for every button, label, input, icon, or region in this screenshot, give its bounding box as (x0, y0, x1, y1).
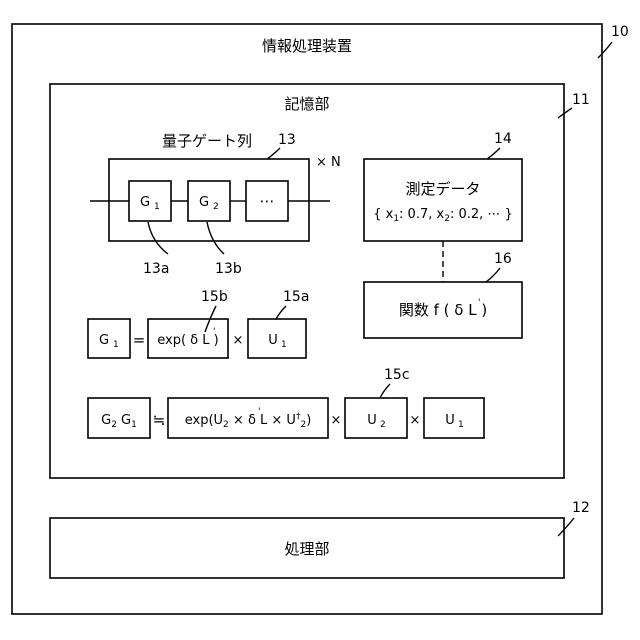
eq1-u1-ref: 15a (283, 289, 309, 305)
eq1-exp-ref: 15b (201, 289, 228, 305)
function-ref: 16 (494, 251, 512, 267)
gate-g1-ref: 13a (143, 261, 169, 277)
processor-ref: 12 (572, 500, 590, 516)
eq1-u1-sub: 1 (281, 340, 287, 350)
gate-sequence-title: 量子ゲート列 (162, 132, 252, 150)
eq2-times-1: × (331, 413, 342, 428)
device-title: 情報処理装置 (262, 37, 352, 55)
gate-g1-sub: 1 (154, 202, 160, 212)
function-prime-mark: ' (478, 298, 480, 308)
storage-title: 記憶部 (284, 95, 329, 113)
eq2-prime-mark: ' (258, 407, 260, 417)
eq2-u1-label: U (445, 413, 455, 428)
measurement-ref: 14 (494, 131, 512, 147)
processor-title: 処理部 (284, 540, 329, 558)
gate-g2-ref: 13b (215, 261, 242, 277)
gate-g1-label: G (140, 195, 150, 210)
eq1-equals: = (133, 331, 146, 349)
eq2-u2-ref: 15c (384, 367, 410, 383)
eq2-u1-sub: 1 (458, 420, 464, 430)
gate-sequence-repeat: × N (316, 155, 341, 170)
eq2-u2-sub: 2 (380, 420, 386, 430)
gate-more-label: ⋯ (260, 192, 275, 210)
eq1-u1-label: U (268, 333, 278, 348)
eq1-lhs-sub: 1 (113, 340, 119, 350)
eq2-approx: ≒ (153, 411, 166, 429)
device-ref: 10 (611, 24, 629, 40)
eq1-times: × (233, 333, 244, 348)
measurement-title: 測定データ (405, 180, 480, 198)
eq1-exp-label: exp( δ L ) (157, 333, 218, 348)
gate-g2-sub: 2 (213, 202, 219, 212)
gate-g2-label: G (199, 195, 209, 210)
measurement-box (364, 159, 522, 241)
eq2-exp-label: exp(U2 × δ L × U†2) (185, 412, 312, 430)
storage-ref: 11 (572, 92, 590, 108)
eq1-lhs-label: G (99, 333, 109, 348)
eq2-times-2: × (410, 413, 421, 428)
function-label: 関数 f ( δ L ) (399, 301, 487, 319)
eq1-prime-mark: ' (213, 327, 215, 337)
gate-sequence-ref: 13 (278, 132, 296, 148)
eq2-u2-label: U (367, 413, 377, 428)
